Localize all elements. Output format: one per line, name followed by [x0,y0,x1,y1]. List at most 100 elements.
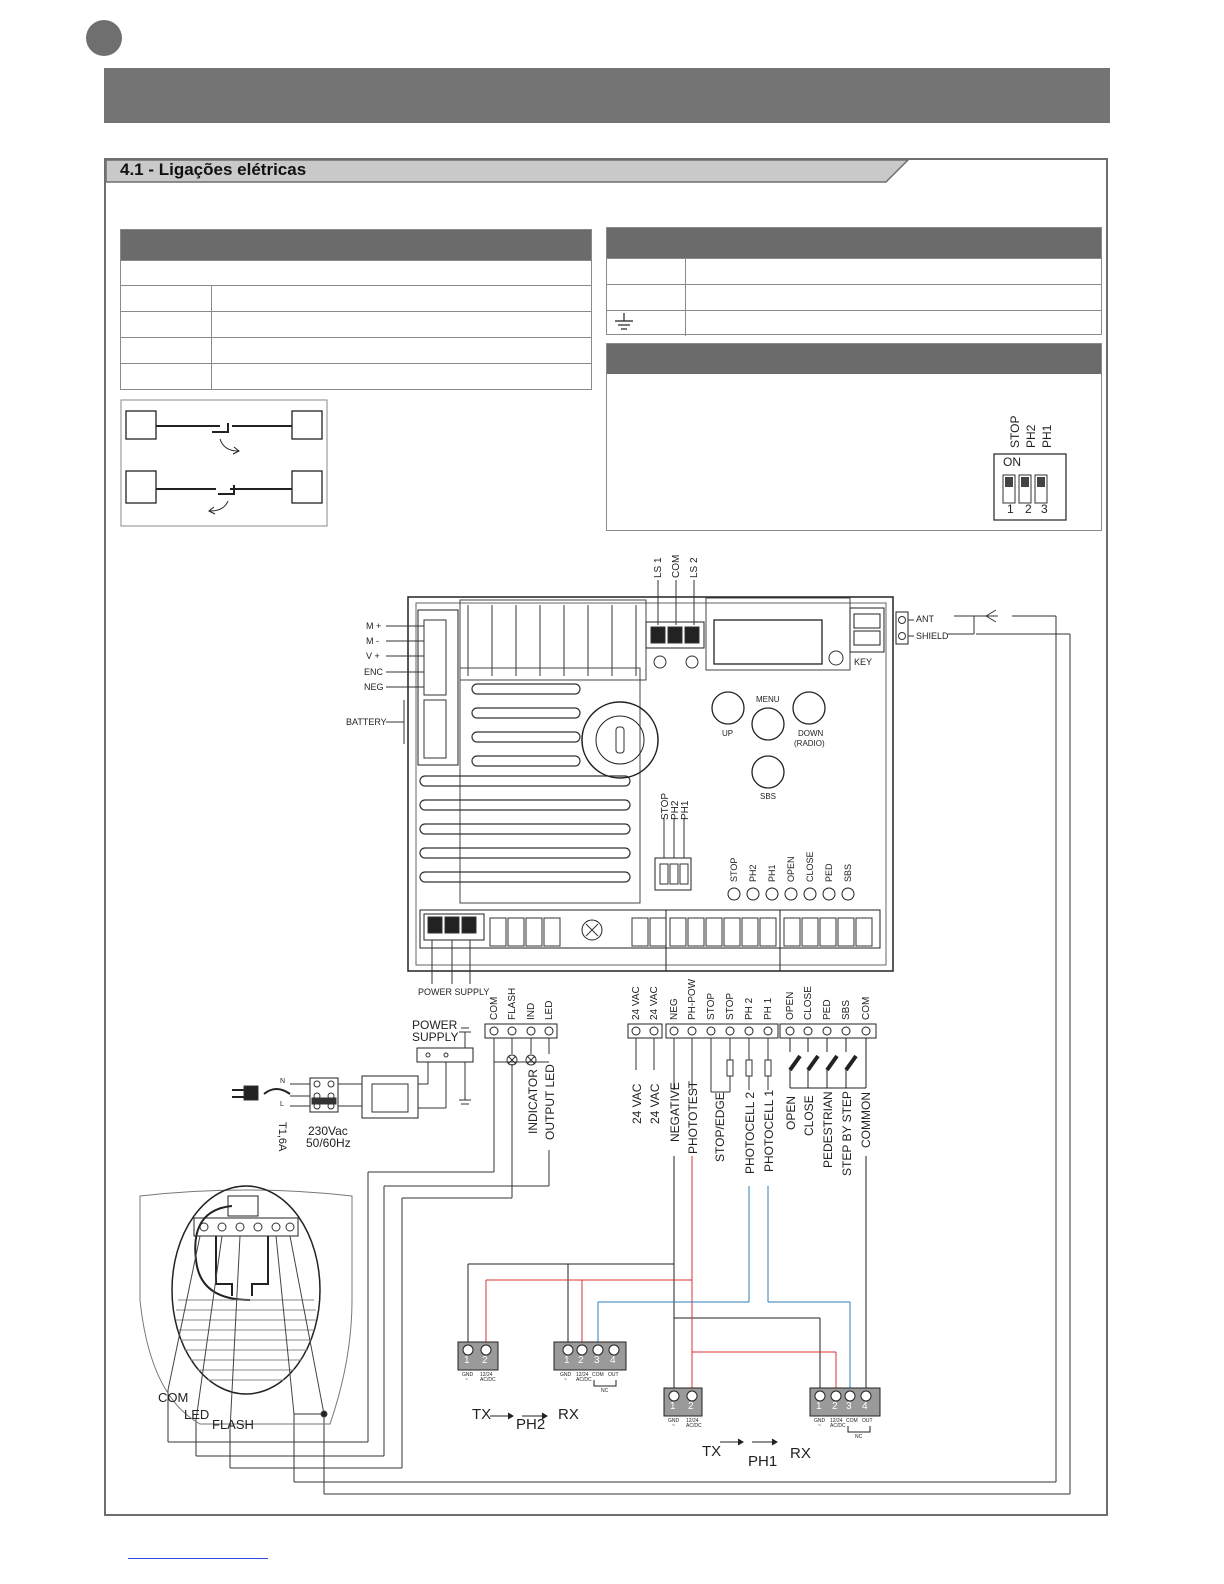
strip-close: CLOSE [803,986,814,1020]
control-board [407,596,894,972]
led-sbs: SBS [843,863,853,882]
content-frame [104,158,1108,1516]
strip-flash: FLASH [507,987,518,1020]
chapter-header-bar [104,68,1110,123]
ph1-tx-tilde: ~ [672,1423,675,1429]
mains-frequency: 50/60Hz [306,1136,351,1150]
ph1-rx-pin4: 4 [862,1401,868,1412]
dip-num-2: 2 [1025,502,1032,516]
term-m-plus: M + [366,621,382,631]
term-com: COM [671,554,682,578]
ph2-tx-pin1: 1 [464,1355,470,1366]
desc-stop-edge: STOP/EDGE [713,1092,727,1162]
board-dip-ph1: PH1 [680,800,691,820]
page-marker-dot [86,20,122,56]
ph2-tx-pin2: 2 [482,1355,488,1366]
strip-com: COM [489,996,500,1020]
table-row [121,285,591,311]
term-v-plus: V + [366,651,380,661]
ph1-rx-acdc: AC/DC [830,1423,846,1429]
strip-24vac-2: 24 VAC [649,986,660,1020]
ph2-rx-pin3: 3 [594,1355,600,1366]
ground-icon [615,313,633,330]
strip-ph1: PH 1 [763,997,774,1020]
ph1-tx: TX [702,1443,722,1460]
ph1-rx: RX [790,1445,811,1462]
table-row [121,260,591,285]
mains-n: N [280,1078,286,1085]
strip-open: OPEN [785,991,796,1020]
ph2-tx-tilde: ~ [465,1377,468,1383]
table-row [121,337,591,363]
section-header-tab [105,159,910,183]
ph1-rx-pin3: 3 [846,1401,852,1412]
ph1-rx-1224: 12/24 [830,1418,843,1424]
strip-ph-pow: PH-POW [687,978,698,1020]
sbs-label: SBS [760,792,777,801]
strip-24vac-1: 24 VAC [631,986,642,1020]
table-row [121,311,591,337]
ph2-rx-pin1: 1 [564,1355,570,1366]
mains-power: POWER [412,1018,458,1032]
table-row [607,258,1101,284]
led-close: CLOSE [805,851,815,882]
ph1-rx-pin2: 2 [832,1401,838,1412]
ph2-rx: RX [558,1406,579,1423]
ph2-nc: NC [601,1388,609,1394]
desc-pedestrian: PEDESTRIAN [821,1091,835,1168]
table-row [607,284,1101,310]
dip-panel-header [607,344,1101,374]
desc-close: CLOSE [802,1095,816,1136]
mains-fuse: T1,6A [276,1122,288,1152]
section-title: 4.1 - Ligações elétricas [120,160,307,179]
term-ls2: LS 2 [689,557,700,578]
led-open: OPEN [786,856,796,882]
desc-24vac-2: 24 VAC [648,1083,662,1124]
key-label: KEY [854,657,873,667]
ph1-rx-pin1: 1 [816,1401,822,1412]
strip-com-2: COM [861,996,872,1020]
ph2-rx-pin2: 2 [578,1355,584,1366]
ph2-rx-gnd: GND [560,1372,572,1378]
term-m-minus: M - [366,636,379,646]
table-left-header [121,230,591,260]
term-enc: ENC [364,667,384,677]
board-power-supply-label: POWER SUPPLY [418,987,490,997]
ph1-tx-acdc: AC/DC [686,1423,702,1429]
led-ped: PED [824,863,834,882]
strip-neg: NEG [669,998,680,1020]
dip-num-1: 1 [1007,502,1014,516]
ph1-tx-pin1: 1 [670,1401,676,1412]
ph2-rx-pin4: 4 [610,1355,616,1366]
ph2-tx: TX [472,1406,492,1423]
ph2-rx-out: OUT [608,1372,619,1378]
desc-step-by-step: STEP BY STEP [840,1091,854,1176]
lamp-led: LED [184,1407,210,1422]
led-ph2: PH2 [748,864,758,882]
strip-sbs: SBS [841,999,852,1020]
ph2-tx-1224: 12/24 [480,1372,493,1378]
ph2-rx-tilde: ~ [564,1377,567,1383]
desc-open: OPEN [784,1095,798,1130]
ph1-rx-com: COM [846,1418,858,1424]
mains-l: L [280,1101,284,1108]
desc-common: COMMON [859,1092,873,1148]
strip-stop-2: STOP [725,992,736,1020]
ph2-label: PH2 [516,1416,546,1433]
desc-photocell1: PHOTOCELL 1 [762,1089,776,1172]
strip-ph2: PH 2 [744,997,755,1020]
led-ph1: PH1 [767,864,777,882]
desc-24vac-1: 24 VAC [630,1083,644,1124]
ph1-tx-1224: 12/24 [686,1418,699,1424]
table-row [607,310,1101,336]
battery-label: BATTERY [346,717,387,727]
table-row [121,363,591,389]
ph1-rx-gnd: GND [814,1418,826,1424]
lamp-com: COM [158,1390,189,1405]
strip-stop-1: STOP [706,992,717,1020]
ph1-rx-tilde: ~ [818,1423,821,1429]
ph1-nc: NC [855,1434,863,1440]
dip-num-3: 3 [1041,502,1048,516]
strip-ped: PED [822,999,833,1020]
dip-on-label: ON [1003,455,1021,469]
